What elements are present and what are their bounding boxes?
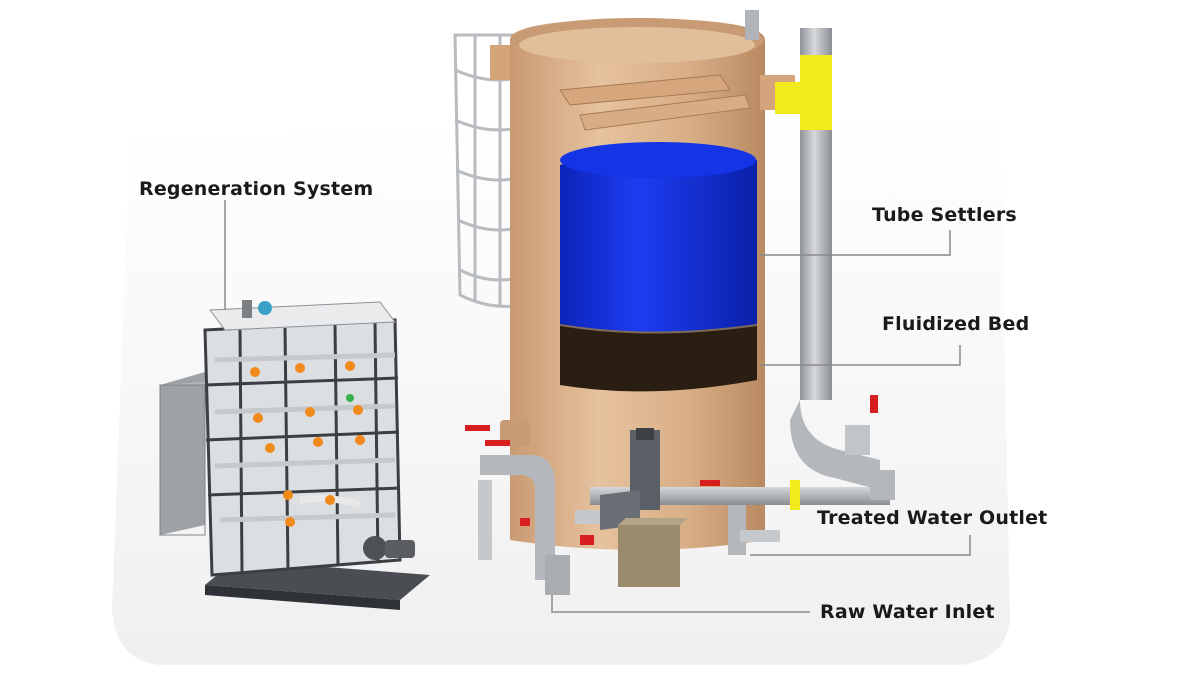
label-raw-water-inlet: Raw Water Inlet <box>820 601 995 623</box>
outlet-riser-pipe <box>745 10 880 490</box>
leader-treated-outlet <box>750 535 971 556</box>
label-treated-water-outlet: Treated Water Outlet <box>817 507 1048 529</box>
leader-fluidized-bed <box>760 345 961 366</box>
lower-piping <box>465 395 895 595</box>
leader-tube-settlers <box>760 230 951 256</box>
label-tube-settlers: Tube Settlers <box>872 204 1017 226</box>
label-regeneration-system: Regeneration System <box>139 178 374 200</box>
leader-lines <box>224 200 971 613</box>
leader-raw-inlet <box>551 595 810 613</box>
label-fluidized-bed: Fluidized Bed <box>882 313 1030 335</box>
regeneration-system-skid <box>159 300 430 610</box>
settler-tank <box>453 18 795 550</box>
